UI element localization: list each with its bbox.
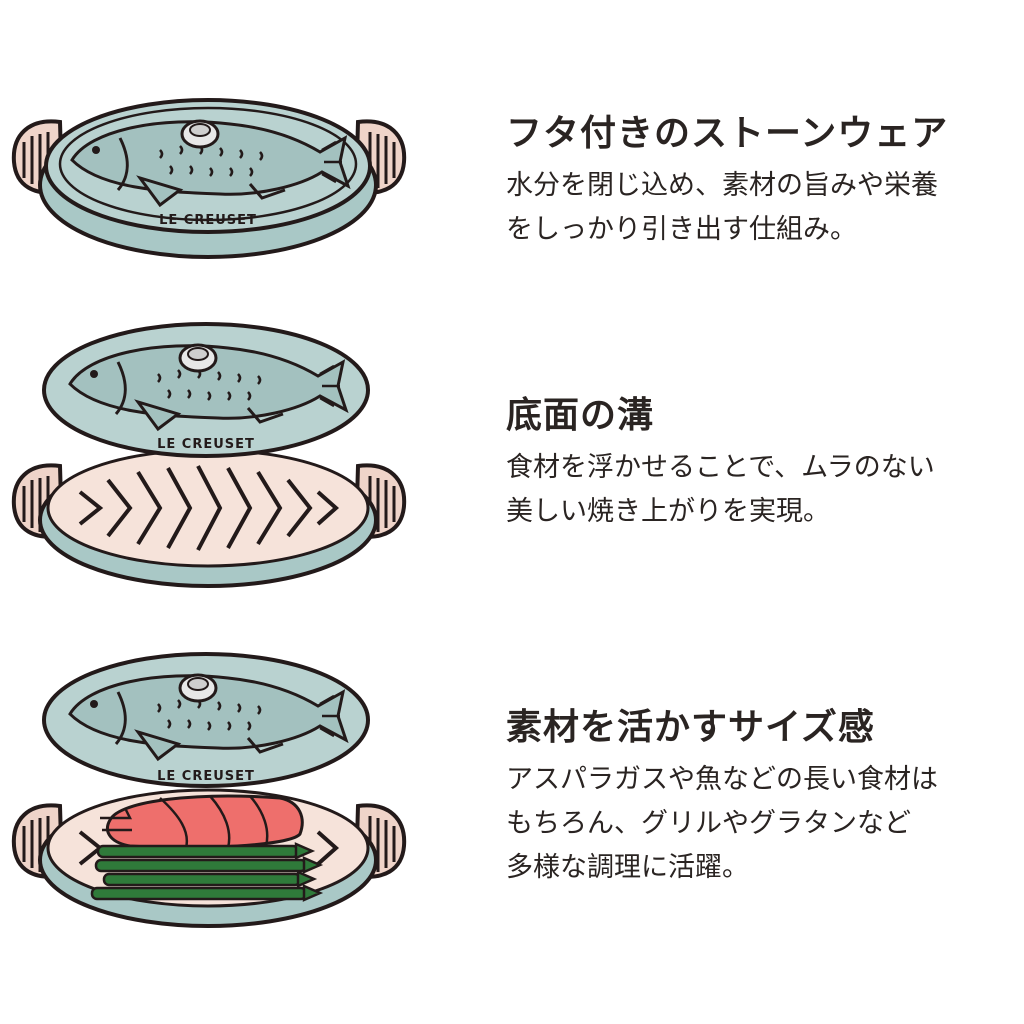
fish-relief (68, 344, 349, 432)
feature-desc-1-line-2: をしっかり引き出す仕組み。 (506, 214, 857, 245)
feature-title-3: 素材を活かすサイズ感 (506, 707, 875, 748)
lid-logo: LE CREUSET (159, 213, 257, 228)
salmon-fillet (106, 794, 304, 849)
grill-base-illustration: LE CREUSET (11, 322, 407, 588)
lid-logo: LE CREUSET (157, 769, 255, 784)
fish-relief (68, 674, 349, 762)
feature-desc-2-line-1: 食材を浮かせることで、ムラのない (506, 452, 935, 483)
feature-desc-1: 水分を閉じ込め、素材の旨みや栄養 をしっかり引き出す仕組み。 (506, 164, 1016, 252)
feature-desc-3-line-1: アスパラガスや魚などの長い食材は (506, 764, 938, 795)
feature-desc-3: アスパラガスや魚などの長い食材は もちろん、グリルやグラタンなど 多様な調理に活… (506, 758, 1016, 890)
feature-text-3: 素材を活かすサイズ感 アスパラガスや魚などの長い食材は もちろん、グリルやグラタ… (506, 702, 1016, 890)
fish-relief (70, 120, 351, 208)
grill-grooves (78, 465, 340, 551)
feature-desc-3-line-3: 多様な調理に活躍。 (506, 852, 749, 883)
feature-title-1: フタ付きのストーンウェア (506, 113, 949, 154)
grill-surface (46, 448, 370, 568)
feature-desc-1-line-1: 水分を閉じ込め、素材の旨みや栄養 (506, 170, 938, 201)
feature-text-2: 底面の溝 食材を浮かせることで、ムラのない 美しい焼き上がりを実現。 (506, 390, 1016, 534)
lid-logo: LE CREUSET (157, 437, 255, 452)
feature-desc-2: 食材を浮かせることで、ムラのない 美しい焼き上がりを実現。 (506, 446, 1016, 534)
feature-title-2: 底面の溝 (506, 395, 655, 436)
feature-desc-3-line-2: もちろん、グリルやグラタンなど (506, 808, 911, 839)
feature-desc-2-line-2: 美しい焼き上がりを実現。 (506, 496, 830, 527)
feature-text-1: フタ付きのストーンウェア 水分を閉じ込め、素材の旨みや栄養 をしっかり引き出す仕… (506, 108, 1016, 252)
closed-dish-illustration: LE CREUSET (11, 98, 407, 259)
food-filled-dish-illustration: LE CREUSET (11, 652, 407, 928)
asparagus-spears (90, 809, 324, 902)
